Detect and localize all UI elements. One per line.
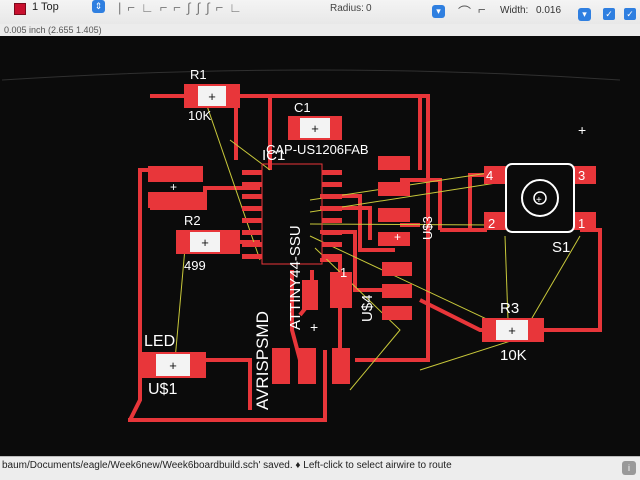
layer-color-swatch: [14, 3, 26, 15]
ic1-value: ATTINY44-SSU: [287, 225, 304, 330]
svg-text:+: +: [508, 323, 516, 338]
us3-label: U$3: [420, 216, 435, 240]
coordinate-readout: 0.005 inch (2.655 1.405): [0, 24, 640, 36]
us4-connector[interactable]: [330, 262, 412, 320]
crosshair-cursor-icon: +: [578, 122, 586, 138]
us1-label: U$1: [148, 381, 177, 398]
svg-text:+: +: [536, 195, 542, 206]
led-label: LED: [144, 333, 175, 350]
r3-resistor[interactable]: +: [482, 318, 544, 342]
status-info-icon[interactable]: i: [622, 461, 636, 475]
r1-resistor[interactable]: +: [184, 84, 240, 108]
left-capacitor-pad[interactable]: +: [148, 166, 203, 208]
svg-text:1: 1: [340, 265, 347, 280]
layer-select-label[interactable]: 1 Top: [32, 1, 59, 13]
s1-pin4: 4: [486, 168, 493, 183]
r2-value: 499: [184, 258, 206, 273]
miter-straight-icon[interactable]: ⌐: [478, 2, 486, 17]
c1-label: C1: [294, 100, 311, 115]
width-input[interactable]: 0.016: [536, 5, 562, 16]
svg-text:+: +: [311, 121, 319, 136]
status-message: baum/Documents/eagle/Week6new/Week6board…: [2, 460, 452, 471]
board-canvas[interactable]: + R1 10K + C1 CAP-US1206FAB IC1 ATTINY44…: [0, 36, 640, 456]
radius-label: Radius:: [330, 3, 364, 14]
avrispsmd-header[interactable]: [272, 280, 350, 384]
width-dropdown-chevron-icon[interactable]: ▾: [578, 8, 591, 21]
c1-capacitor[interactable]: +: [288, 116, 342, 140]
status-bar: baum/Documents/eagle/Week6new/Week6board…: [0, 456, 640, 480]
option-checkbox-1[interactable]: ✓: [603, 8, 615, 20]
layer-dropdown-chevron-icon[interactable]: ⇕: [92, 0, 105, 13]
board-drawing[interactable]: + R1 10K + C1 CAP-US1206FAB IC1 ATTINY44…: [0, 36, 640, 456]
s1-label: S1: [552, 239, 570, 256]
board-outline: [1, 69, 621, 81]
s1-switch[interactable]: +: [484, 163, 596, 233]
r3-label: R3: [500, 300, 519, 317]
svg-text:+: +: [201, 235, 209, 250]
r2-label: R2: [184, 213, 201, 228]
svg-text:+: +: [170, 180, 177, 194]
toolbar: 1 Top ⇕ |⌐∟⌐⌐∫∫∫⌐∟ Radius: 0 ▾ ⌒ ⌐ Width…: [0, 0, 640, 37]
r2-resistor[interactable]: +: [176, 230, 240, 254]
led-component[interactable]: +: [140, 352, 206, 378]
s1-pin3: 3: [578, 168, 585, 183]
width-label: Width:: [500, 5, 529, 16]
radius-input[interactable]: 0: [366, 3, 372, 14]
radius-dropdown-chevron-icon[interactable]: ▾: [432, 5, 445, 18]
option-checkbox-2[interactable]: ✓: [624, 8, 636, 20]
r1-value: 10K: [188, 108, 211, 123]
ic1-chip[interactable]: [242, 163, 342, 265]
svg-text:+: +: [169, 358, 177, 373]
s1-pin2: 2: [488, 216, 495, 231]
svg-text:+: +: [208, 89, 216, 104]
r1-label: R1: [190, 67, 207, 82]
svg-text:+: +: [394, 230, 401, 244]
miter-round-icon[interactable]: ⌒: [458, 5, 472, 20]
s1-pin1: 1: [578, 216, 585, 231]
svg-text:+: +: [310, 319, 318, 335]
ic1-label: IC1: [262, 147, 285, 164]
us4-label: U$4: [359, 294, 376, 322]
us3-connector[interactable]: [378, 156, 410, 246]
c1-value: CAP-US1206FAB: [266, 142, 369, 157]
wire-bend-style-icons[interactable]: |⌐∟⌐⌐∫∫∫⌐∟: [118, 0, 248, 15]
avrispsmd-label: AVRISPSMD: [253, 311, 272, 410]
r3-value: 10K: [500, 347, 527, 364]
